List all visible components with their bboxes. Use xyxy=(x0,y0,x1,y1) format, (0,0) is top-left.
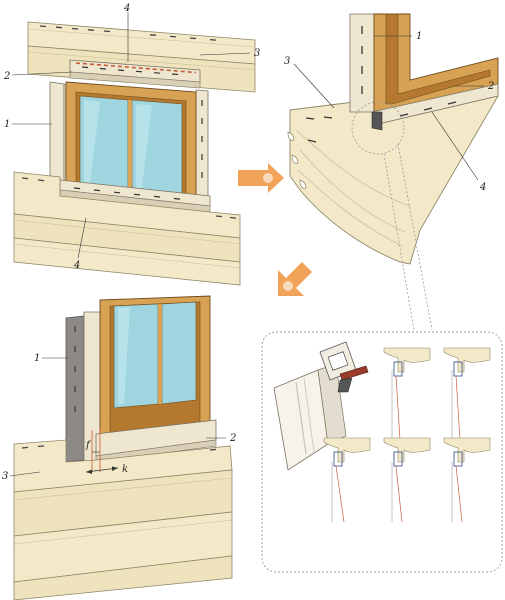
panel-a-bottom-siding xyxy=(13,171,241,286)
label-a-right3: 3 xyxy=(254,48,260,59)
panel-a-right-trim xyxy=(195,89,209,206)
label-b-top1: 1 xyxy=(416,31,422,42)
label-c-left1: 1 xyxy=(34,353,40,364)
arrow-right-icon xyxy=(238,163,284,193)
leader-a-left2 xyxy=(11,71,73,76)
label-c-dim-f: f xyxy=(85,440,92,451)
leader-a-right3 xyxy=(199,52,251,56)
profile-sketch-3 xyxy=(323,437,371,523)
label-c-left3: 3 xyxy=(2,471,8,482)
label-a-left2: 2 xyxy=(3,71,10,82)
label-c-right2: 2 xyxy=(229,433,236,444)
label-a-bottom4: 4 xyxy=(73,260,80,271)
panel-a-window-overview: 4 2 3 1 4 xyxy=(3,3,260,286)
label-c-dim-k: k xyxy=(122,464,128,475)
callout-circle xyxy=(351,101,405,155)
profile-sketch-4 xyxy=(383,437,431,523)
caulk-gun-icon xyxy=(273,341,369,471)
leader-a-bottom4 xyxy=(77,217,87,259)
panel-a-top-trim xyxy=(69,59,201,89)
arrow-down-left-icon xyxy=(278,262,312,296)
label-b-bottom4: 4 xyxy=(479,182,486,193)
panel-b-corner-detail: 1 3 2 4 xyxy=(284,13,499,265)
label-b-left3: 3 xyxy=(284,56,290,67)
profile-sketch-5 xyxy=(443,437,491,523)
label-a-top4: 4 xyxy=(123,3,130,14)
profile-sketch-1 xyxy=(383,347,431,441)
panel-c-window-corner-closeup: 1 3 2 f k xyxy=(2,295,236,600)
profile-sketch-2 xyxy=(443,347,491,441)
label-b-right2: 2 xyxy=(487,81,494,92)
callout-leaders xyxy=(383,143,433,331)
label-a-left1: 1 xyxy=(4,119,10,130)
panel-a-window-frame xyxy=(65,81,197,207)
panel-d-profile-inset xyxy=(261,331,503,573)
